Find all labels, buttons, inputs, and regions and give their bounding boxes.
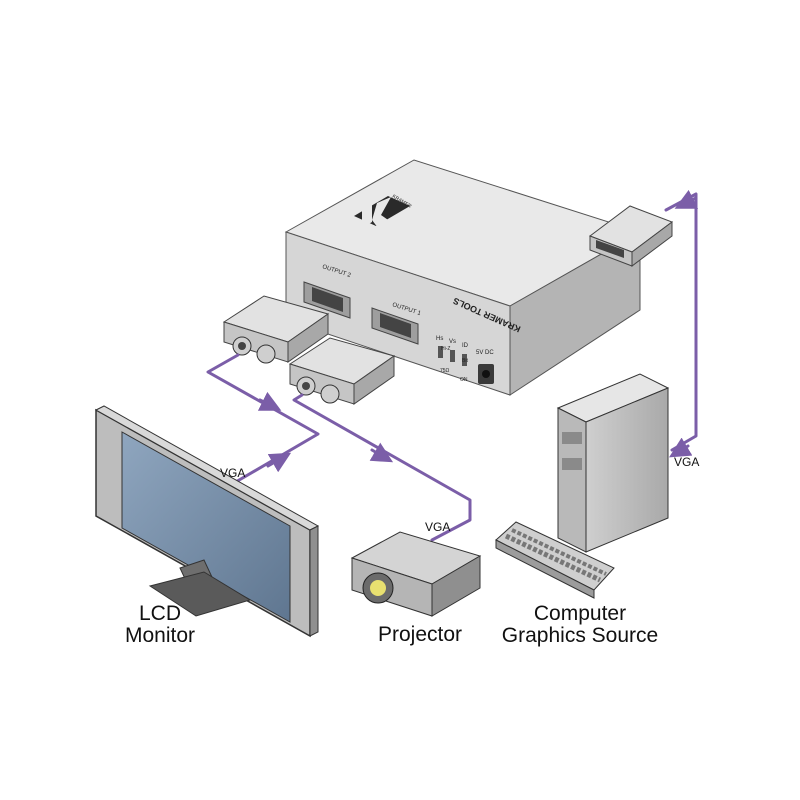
- projector-cable-label: VGA: [425, 520, 451, 534]
- monitor-stand: [148, 559, 252, 617]
- switch-on-label: ON: [460, 377, 468, 383]
- computer-cable-label: VGA: [674, 455, 700, 469]
- vga-connector-output-1: [288, 337, 396, 405]
- drive-bay: [562, 458, 582, 470]
- lcd-cable-label: VGA: [220, 466, 246, 480]
- lcd-monitor-label: LCD Monitor: [110, 603, 210, 647]
- switch-hs[interactable]: [438, 346, 443, 358]
- lcd-monitor: [94, 405, 320, 638]
- computer-tower: [556, 373, 670, 553]
- kramer-distribution-amplifier: KRAMER KRAMER TOOLS OUTPUT 2 OUTPUT 1 Hs…: [284, 159, 642, 396]
- computer-label-line1: Computer: [533, 602, 627, 625]
- switch-vs[interactable]: [450, 350, 455, 362]
- computer-label-line2: Graphics Source: [501, 624, 659, 647]
- switch-vs-label: Vs: [449, 339, 456, 345]
- keyboard: [495, 521, 615, 599]
- switch-hiz-label: Hi-Z: [441, 346, 450, 352]
- computer-label: Computer Graphics Source: [490, 603, 670, 647]
- lcd-label-line2: Monitor: [124, 624, 196, 647]
- switch-bit-label: Bit: [462, 358, 468, 364]
- switch-hs-label: Hs: [436, 336, 443, 342]
- switch-75-label: 75Ω: [440, 368, 450, 374]
- dc-label: 5V DC: [476, 350, 494, 356]
- unit-side-face: [509, 231, 641, 396]
- switch-id[interactable]: [462, 354, 467, 366]
- lcd-label-line1: LCD: [138, 602, 181, 625]
- drive-bay: [562, 432, 582, 444]
- dc-power-jack: 5V DC: [476, 350, 494, 384]
- monitor-screen: [121, 431, 291, 623]
- dip-switches: Hs Vs ID Hi-Z Bit 75Ω ON: [436, 336, 469, 383]
- switch-id-label: ID: [462, 343, 469, 349]
- cable-to-projector: [292, 393, 472, 542]
- vga-cables: [206, 189, 699, 542]
- projector-label: Projector: [377, 623, 463, 646]
- projector: [350, 531, 482, 617]
- vga-connector-output-2: [222, 295, 330, 364]
- vga-connector-input: [588, 205, 674, 267]
